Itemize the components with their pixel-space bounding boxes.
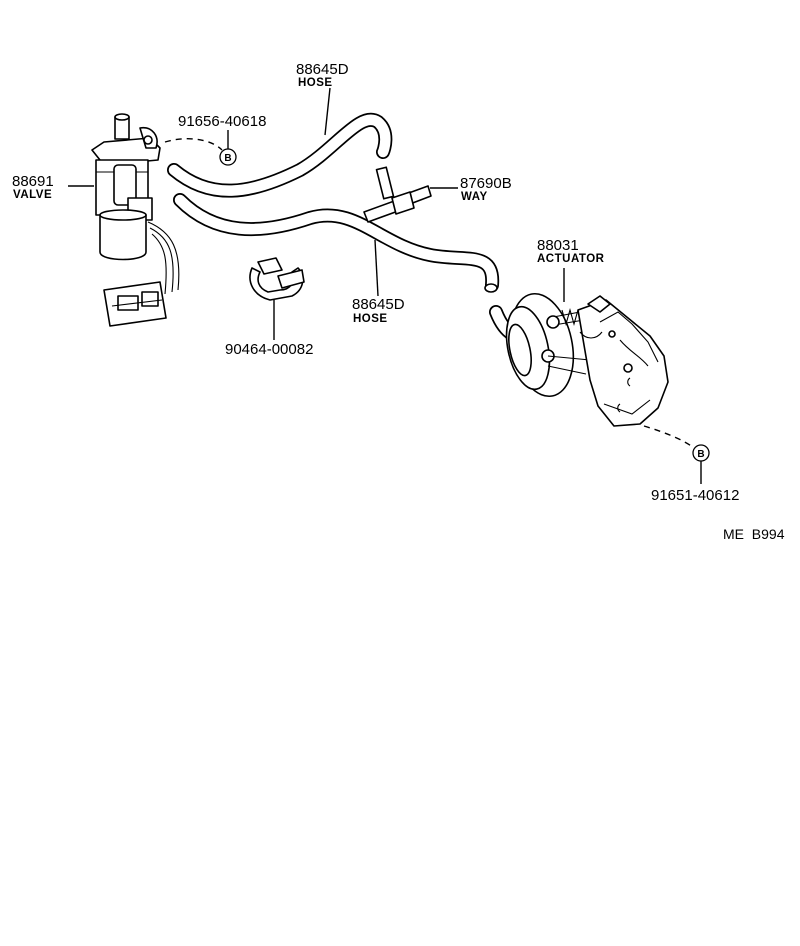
actuator-description: ACTUATOR: [537, 253, 605, 265]
bolt-left-part-number: 91656-40618: [178, 113, 266, 130]
valve-icon: [91, 113, 180, 327]
clamp-part-number: 90464-00082: [225, 341, 313, 358]
hose-lower-description: HOSE: [353, 313, 388, 325]
callout-actuator: 88031 ACTUATOR: [537, 237, 605, 265]
actuator-icon: [505, 292, 669, 427]
clamp-icon: [249, 257, 305, 301]
callout-hose-top: 88645D HOSE: [296, 61, 349, 89]
callout-valve: 88691 VALVE: [12, 173, 54, 201]
way-description: WAY: [461, 191, 488, 203]
way-part-number: 87690B: [460, 175, 512, 192]
hose-top-description: HOSE: [298, 77, 333, 89]
bolt-right-part-number: 91651-40612: [651, 487, 739, 504]
hose-lower-part-number: 88645D: [352, 296, 405, 313]
callout-hose-lower: 88645D HOSE: [352, 296, 405, 325]
way-connector-icon: [363, 166, 432, 223]
bolt-right-symbol: B: [697, 449, 704, 460]
drawing-reference: ME B994: [723, 526, 785, 542]
valve-part-number: 88691: [12, 173, 54, 190]
callout-bolt-right: 91651-40612: [651, 487, 739, 504]
hose-top-icon: [167, 112, 393, 198]
callout-way: 87690B WAY: [460, 175, 512, 203]
hose-lower-icon: [173, 193, 500, 293]
bolt-right-icon: B: [692, 444, 710, 462]
valve-description: VALVE: [13, 189, 52, 201]
bolt-left-symbol: B: [224, 153, 231, 164]
callout-clamp: 90464-00082: [225, 341, 313, 358]
hose-top-part-number: 88645D: [296, 61, 349, 78]
bolt-left-icon: B: [219, 148, 237, 166]
callout-bolt-left: 91656-40618: [178, 113, 266, 130]
actuator-part-number: 88031: [537, 237, 579, 254]
leader-lines: [68, 87, 702, 484]
